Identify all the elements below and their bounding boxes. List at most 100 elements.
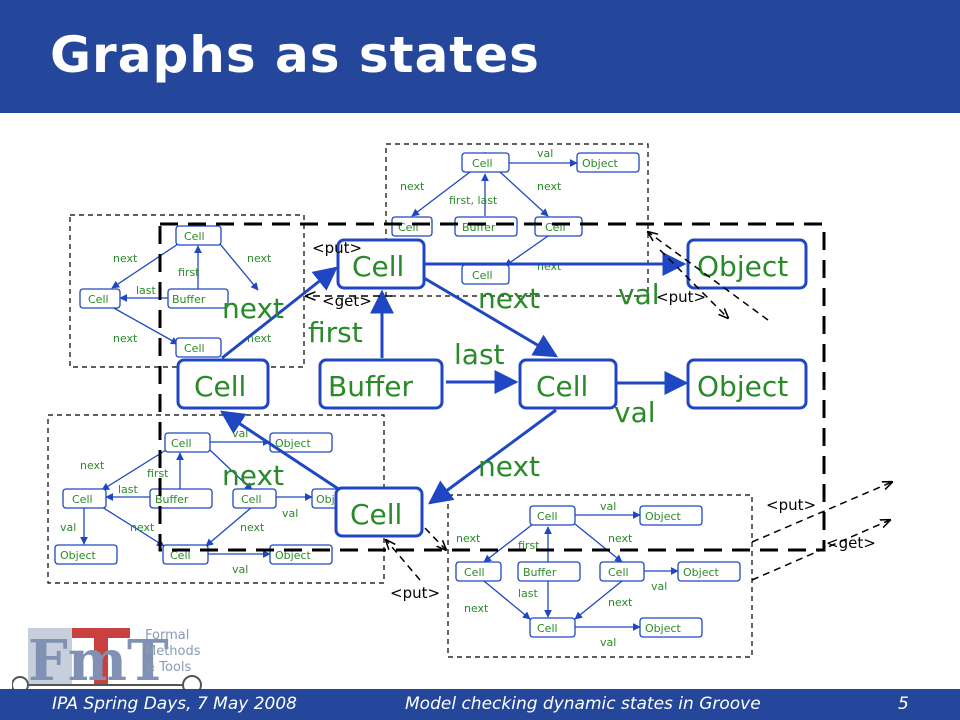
edge-label: next <box>240 521 265 534</box>
edge-label: next <box>113 332 138 345</box>
svg-text:val: val <box>618 278 660 311</box>
svg-text:val: val <box>614 396 656 429</box>
node-label: Cell <box>184 230 205 243</box>
edge-label: val <box>537 147 553 160</box>
node-label: Cell <box>88 293 109 306</box>
edge-label: next <box>247 252 272 265</box>
svg-text:Object: Object <box>697 250 788 283</box>
node-label: Cell <box>472 157 493 170</box>
fmt-logo-graphic: FmT <box>11 628 202 695</box>
node-label: Cell <box>537 510 558 523</box>
logo-line-2: Methods <box>145 644 201 659</box>
title-bar <box>0 0 960 113</box>
edge-label: next <box>247 332 272 345</box>
page-number: 5 <box>898 694 909 714</box>
svg-text:next: next <box>222 292 284 325</box>
node-label: Cell <box>472 269 493 282</box>
edge-label: val <box>600 636 616 649</box>
svg-text:next: next <box>478 282 540 315</box>
edge-label: next <box>608 596 633 609</box>
edge-label: val <box>282 507 298 520</box>
edge-label: val <box>60 521 76 534</box>
footer-bar: IPA Spring Days, 7 May 2008 Model checki… <box>0 689 960 720</box>
edge-label: last <box>118 483 139 496</box>
edge-label: val <box>651 580 667 593</box>
svg-text:Buffer: Buffer <box>328 370 413 403</box>
main-object-middle <box>686 358 808 410</box>
main-cell-left <box>176 358 270 410</box>
svg-text:Cell: Cell <box>352 250 404 283</box>
main-object-top <box>686 238 808 290</box>
logo-line-1: Formal <box>145 628 190 643</box>
svg-text:next: next <box>222 459 284 492</box>
node-label: Object <box>645 622 682 635</box>
node-label: Cell <box>241 493 262 506</box>
fmt-logo: FmT Formal Methods & Tools <box>11 620 212 695</box>
graph-bottom-right: Cell Object Cell Buffer Cell Object Cell… <box>455 500 741 649</box>
state-box-left <box>69 214 305 368</box>
svg-text:Cell: Cell <box>194 370 246 403</box>
graph-left: Cell Cell Buffer Cell next next first la… <box>79 225 272 358</box>
node-label: Cell <box>171 437 192 450</box>
logo-letters: FmT <box>28 628 169 690</box>
node-label: Object <box>582 157 619 170</box>
main-buffer <box>318 358 444 410</box>
edge-label: next <box>608 532 633 545</box>
svg-text:Object: Object <box>697 370 788 403</box>
edge-label: val <box>600 500 616 513</box>
logo-line-3: & Tools <box>145 660 192 675</box>
node-label: Cell <box>72 493 93 506</box>
graph-bottom-left: Cell Object Cell Buffer Cell Object Obje… <box>54 427 353 576</box>
svg-text:<put>: <put> <box>656 288 706 306</box>
graph-top: Cell Object Cell Buffer Cell Cell val ne… <box>391 147 640 285</box>
svg-text:<get>: <get> <box>826 534 876 552</box>
transition-labels: <put> <get> <put> <put> <get> <put> <box>312 239 876 602</box>
node-label: Object <box>683 566 720 579</box>
edge-label: last <box>518 587 539 600</box>
edge-label: next <box>464 602 489 615</box>
state-box-main <box>158 222 826 552</box>
footer-event: IPA Spring Days, 7 May 2008 <box>52 694 297 714</box>
edge-label: next <box>537 260 562 273</box>
node-label: Cell <box>608 566 629 579</box>
main-graph-edge-labels: val next first next last val next next <box>222 278 660 492</box>
transition-arrows <box>306 232 892 581</box>
node-label: Object <box>275 549 312 562</box>
svg-text:<get>: <get> <box>322 292 372 310</box>
svg-text:<put>: <put> <box>766 496 816 514</box>
edge-label: next <box>400 180 425 193</box>
main-cell-middle <box>518 358 618 410</box>
node-label: Object <box>275 437 312 450</box>
node-label: Buffer <box>523 566 557 579</box>
main-cell-bottom <box>334 486 424 538</box>
svg-text:<put>: <put> <box>390 584 440 602</box>
node-label: Cell <box>464 566 485 579</box>
node-label: Object <box>645 510 682 523</box>
node-label: Buffer <box>155 493 189 506</box>
main-graph-nodes: Cell Object Cell Buffer Cell Object Cell <box>176 238 808 538</box>
state-box-top <box>385 143 649 297</box>
node-label: Object <box>60 549 97 562</box>
edge-label: next <box>113 252 138 265</box>
edge-label: first, last <box>449 194 498 207</box>
edge-label: next <box>80 459 105 472</box>
main-cell-top <box>336 238 426 290</box>
edge-label: first <box>147 467 169 480</box>
node-label: Cell <box>184 342 205 355</box>
svg-text:next: next <box>478 450 540 483</box>
state-box-bottom-right <box>447 494 753 658</box>
svg-text:<put>: <put> <box>312 239 362 257</box>
edge-label: next <box>456 532 481 545</box>
node-label: Buffer <box>172 293 206 306</box>
svg-text:Cell: Cell <box>536 370 588 403</box>
edge-label: next <box>537 180 562 193</box>
svg-text:first: first <box>308 316 363 349</box>
edge-label: next <box>130 521 155 534</box>
node-label: Cell <box>170 549 191 562</box>
main-graph-edges <box>219 252 689 505</box>
svg-text:last: last <box>454 338 505 371</box>
edge-label: val <box>232 563 248 576</box>
slide-title: Graphs as states <box>50 26 540 84</box>
node-label: Cell <box>537 622 558 635</box>
